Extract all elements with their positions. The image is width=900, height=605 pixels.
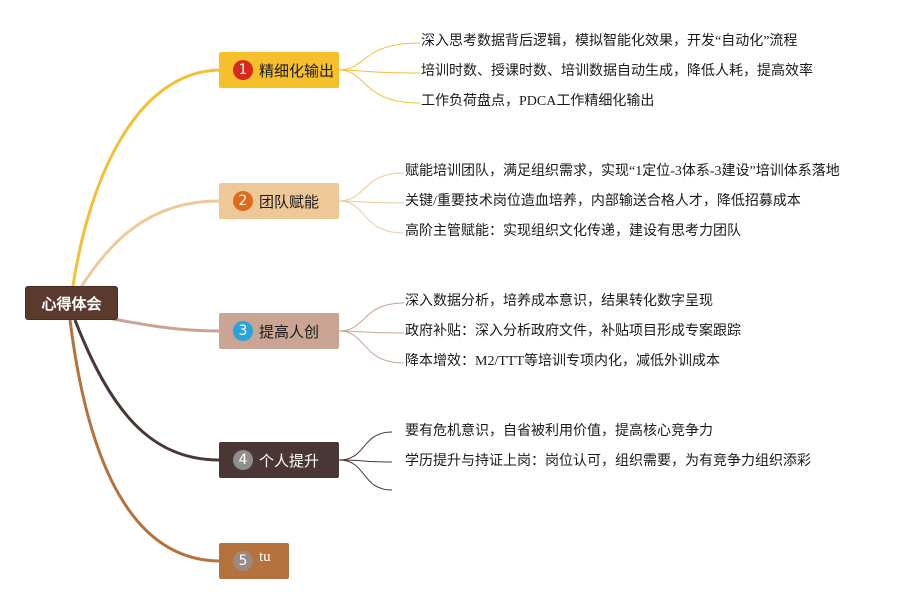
number-badge-5: 5 [233, 551, 253, 571]
number-badge-1: 1 [233, 60, 253, 80]
leaf-connector-3-2 [338, 330, 405, 334]
leaf-2-1[interactable]: 赋能培训团队，满足组织需求，实现“1定位-3体系-3建设”培训体系落地 [405, 164, 840, 179]
leaf-1-2[interactable]: 培训时数、授课时数、培训数据自动生成，降低人耗，提高效率 [421, 64, 813, 79]
leaf-1-3[interactable]: 工作负荷盘点，PDCA工作精细化输出 [421, 94, 655, 109]
branch-label-5: tu [259, 548, 271, 565]
leaf-connector-2-1 [338, 172, 405, 202]
connector-root-branch-4 [73, 319, 220, 462]
leaf-connector-1-3 [338, 69, 421, 104]
branch-node-3[interactable]: 3 提高人创 [219, 313, 339, 349]
leaf-4-2[interactable]: 学历提升与持证上岗：岗位认可，组织需要，为有竞争力组织添彩 [405, 454, 811, 469]
leaf-connector-2-2 [338, 200, 405, 204]
leaf-1-1[interactable]: 深入思考数据背后逻辑，模拟智能化效果，开发“自动化”流程 [421, 34, 798, 49]
branch-label-1: 精细化输出 [259, 61, 335, 80]
leaf-3-2[interactable]: 政府补贴：深入分析政府文件，补贴项目形成专案跟踪 [405, 324, 741, 339]
leaf-connector-1-1 [338, 42, 421, 71]
leaf-connector-1-2 [338, 69, 421, 74]
leaf-connectors [338, 42, 421, 491]
leaf-connector-3-3 [338, 330, 405, 364]
connector-root-branch-1 [70, 68, 220, 293]
leaf-4-1[interactable]: 要有危机意识，自省被利用价值，提高核心竞争力 [405, 424, 713, 439]
connector-root-branch-2 [76, 199, 220, 293]
number-badge-2: 2 [233, 191, 253, 211]
leaf-connector-3-1 [338, 302, 405, 332]
root-node[interactable]: 心得体会 [25, 286, 118, 320]
root-label: 心得体会 [41, 294, 102, 313]
connector-root-branch-3 [107, 316, 220, 333]
number-badge-4: 4 [233, 450, 253, 470]
connector-root-branch-5 [68, 319, 220, 563]
number-badge-3: 3 [233, 321, 253, 341]
leaf-connector-4-3 [338, 459, 393, 491]
branch-node-5[interactable]: 5 tu [219, 543, 289, 579]
branch-node-4[interactable]: 4 个人提升 [219, 442, 339, 478]
leaf-3-1[interactable]: 深入数据分析，培养成本意识，结果转化数字呈现 [405, 294, 713, 309]
leaf-2-3[interactable]: 高阶主管赋能：实现组织文化传递，建设有思考力团队 [405, 224, 741, 239]
branch-label-3: 提高人创 [259, 322, 320, 341]
branch-node-1[interactable]: 1 精细化输出 [219, 52, 339, 88]
leaf-3-3[interactable]: 降本增效：M2/TTT等培训专项内化，减低外训成本 [405, 354, 720, 369]
leaf-connector-4-2 [338, 459, 393, 463]
leaf-connector-4-1 [338, 431, 393, 461]
branch-label-2: 团队赋能 [259, 192, 320, 211]
branch-label-4: 个人提升 [259, 451, 320, 470]
branch-node-2[interactable]: 2 团队赋能 [219, 183, 339, 219]
leaf-2-2[interactable]: 关键/重要技术岗位造血培养，内部输送合格人才，降低招募成本 [405, 194, 801, 209]
leaf-connector-2-3 [338, 200, 405, 234]
